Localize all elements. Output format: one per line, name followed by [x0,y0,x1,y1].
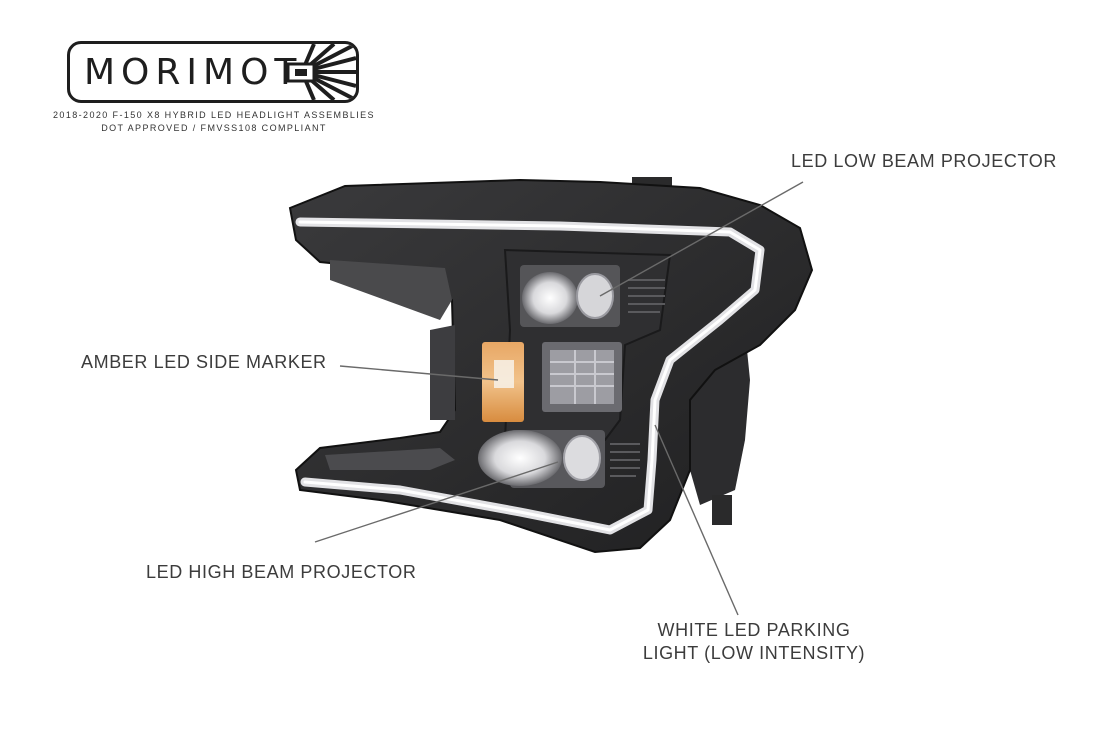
tagline-assemblies: 2018-2020 F-150 X8 HYBRID LED HEADLIGHT … [53,110,375,120]
callout-low-beam-projector: LED LOW BEAM PROJECTOR [791,151,1057,171]
callout-amber-side-marker: AMBER LED SIDE MARKER [81,352,327,372]
callout-high-beam-projector: LED HIGH BEAM PROJECTOR [146,562,417,582]
leader-side-marker [339,365,499,381]
center-reflector [542,342,622,412]
high-beam-projector [478,430,640,488]
callout-parking-light-line2: LIGHT (LOW INTENSITY) [642,643,866,663]
tagline-compliance: DOT APPROVED / FMVSS108 COMPLIANT [101,123,327,133]
amber-side-marker [482,342,524,422]
low-beam-projector [520,265,665,327]
leader-low-beam [599,181,804,297]
brand-name: MORIMOT [84,52,303,93]
sunburst-icon [286,44,356,100]
callout-parking-light-line1: WHITE LED PARKING [657,620,851,640]
leader-high-beam [314,461,559,543]
brand-logo: MORIMOT [67,41,359,103]
leader-parking-light [654,424,739,616]
callout-parking-light: WHITE LED PARKING LIGHT (LOW INTENSITY) [640,619,868,665]
